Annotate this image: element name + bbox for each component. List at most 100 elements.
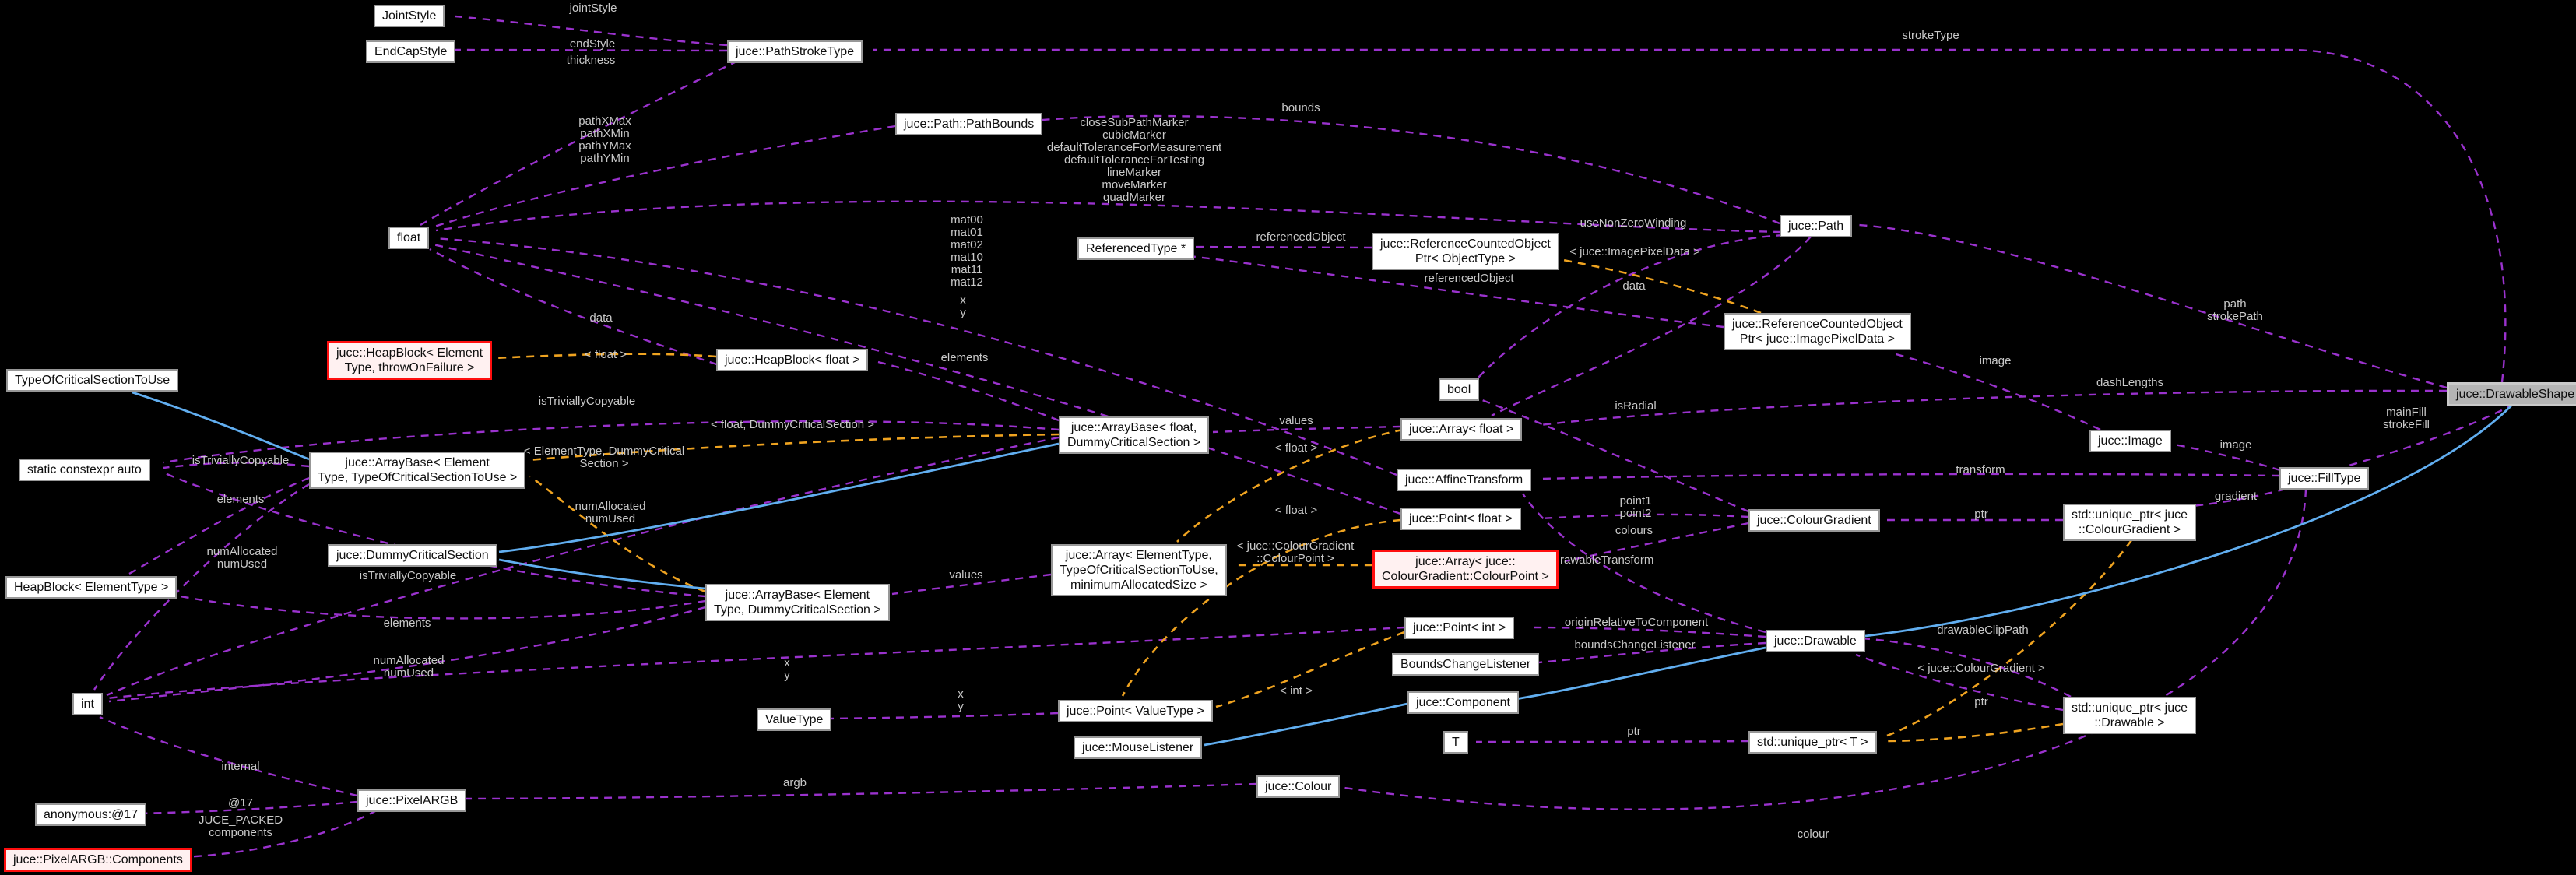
node-bounds-change-listener[interactable]: BoundsChangeListener <box>1392 653 1540 676</box>
edge-label: < float > <box>584 348 627 361</box>
edge-path-stroke-path <box>1857 223 2448 389</box>
node-heap-block-elementtype[interactable]: HeapBlock< ElementType > <box>5 576 177 599</box>
node-referenced-type[interactable]: ReferencedType * <box>1077 237 1195 260</box>
node-colour-gradient[interactable]: juce::ColourGradient <box>1748 509 1880 532</box>
edge-point1-point2 <box>1540 513 1749 520</box>
edge-stroke-type <box>873 48 2507 383</box>
edge-colours <box>1564 522 1749 563</box>
edge-label: path strokePath <box>2207 297 2263 323</box>
edge-path-markers <box>435 200 1782 234</box>
node-heap-block-float[interactable]: juce::HeapBlock< float > <box>716 349 869 371</box>
node-array-base-elementtype-dummy[interactable]: juce::ArrayBase< Element Type, DummyCrit… <box>705 584 890 621</box>
node-drawable[interactable]: juce::Drawable <box>1766 630 1865 652</box>
edge-affine-mats <box>434 237 1397 476</box>
node-point-float[interactable]: juce::Point< float > <box>1400 508 1521 530</box>
node-array-elementtype-template[interactable]: juce::Array< ElementType, TypeOfCritical… <box>1051 544 1227 596</box>
node-t[interactable]: T <box>1443 731 1468 754</box>
node-joint-style[interactable]: JointStyle <box>374 5 445 27</box>
node-type-of-critical-section-to-use[interactable]: TypeOfCriticalSectionToUse <box>6 369 179 392</box>
node-unique-ptr-t[interactable]: std::unique_ptr< T > <box>1748 731 1877 754</box>
node-unique-ptr-drawable[interactable]: std::unique_ptr< juce ::Drawable > <box>2063 697 2196 734</box>
node-image[interactable]: juce::Image <box>2089 430 2171 452</box>
edge-label: ptr <box>1627 725 1641 738</box>
node-float[interactable]: float <box>388 227 430 249</box>
node-array-colour-point[interactable]: juce::Array< juce:: ColourGradient::Colo… <box>1372 550 1559 589</box>
edge-label: boundsChangeListener <box>1574 638 1696 652</box>
edge-inherit-drawableshape <box>1864 403 2514 638</box>
node-static-constexpr-auto[interactable]: static constexpr auto <box>19 459 150 481</box>
node-pixel-argb[interactable]: juce::PixelARGB <box>357 789 467 812</box>
edge-label: isTriviallyCopyable <box>359 569 457 582</box>
edge-label: elements <box>383 617 431 630</box>
node-heap-block-elementtype-throwonfailure[interactable]: juce::HeapBlock< Element Type, throwOnFa… <box>327 341 493 380</box>
edge-label: elements <box>216 493 265 506</box>
edge-argb <box>465 782 1257 800</box>
node-path-stroke-type[interactable]: juce::PathStrokeType <box>727 40 863 63</box>
node-unique-ptr-colour-gradient[interactable]: std::unique_ptr< juce ::ColourGradient > <box>2063 504 2196 541</box>
edge-label: point1 point2 <box>1619 494 1652 520</box>
node-colour[interactable]: juce::Colour <box>1256 775 1341 798</box>
node-value-type[interactable]: ValueType <box>757 708 832 731</box>
edge-label: values <box>1279 414 1313 427</box>
edge-label: < ElementType, DummyCritical Section > <box>523 445 685 470</box>
edge-num-abt <box>93 483 310 691</box>
edge-label: thickness <box>566 54 616 67</box>
node-anonymous-17[interactable]: anonymous:@17 <box>35 803 147 826</box>
node-point-value-type[interactable]: juce::Point< ValueType > <box>1058 700 1213 722</box>
edge-inherit-arraybase-tocs <box>132 391 310 461</box>
edge-drawable-clip-path <box>1861 637 2073 699</box>
node-array-float[interactable]: juce::Array< float > <box>1400 418 1523 441</box>
edge-label: < juce::ColourGradient > <box>1917 662 2045 675</box>
node-point-int[interactable]: juce::Point< int > <box>1404 617 1515 639</box>
edge-label: image <box>1979 354 2012 367</box>
edge-label: endStyle <box>569 37 616 51</box>
node-reference-counted-object-ptr-imagepixeldata[interactable]: juce::ReferenceCountedObject Ptr< juce::… <box>1724 313 1911 350</box>
edge-components <box>181 809 378 859</box>
node-dummy-critical-section[interactable]: juce::DummyCriticalSection <box>328 544 497 567</box>
node-end-cap-style[interactable]: EndCapStyle <box>366 40 456 63</box>
edge-label: elements <box>940 351 989 364</box>
edge-label: gradient <box>2214 490 2258 503</box>
edge-template-uptr-cg <box>1886 539 2133 737</box>
edge-use-non-zero-winding <box>1477 234 1785 379</box>
node-array-base-float-dummy[interactable]: juce::ArrayBase< float, DummyCriticalSec… <box>1059 416 1210 454</box>
edge-label: < float > <box>1274 441 1318 455</box>
edge-xy-int <box>107 626 1405 700</box>
edge-label: strokeType <box>1902 29 1959 42</box>
edge-label: < juce::ImagePixelData > <box>1569 245 1700 258</box>
node-affine-transform[interactable]: juce::AffineTransform <box>1397 469 1532 491</box>
edge-label: closeSubPathMarker cubicMarker defaultTo… <box>1046 116 1222 204</box>
edge-inherit-component <box>1204 702 1408 747</box>
edge-label: referencedObject <box>1424 272 1514 285</box>
edge-label: data <box>1622 279 1646 293</box>
node-int[interactable]: int <box>72 693 103 715</box>
edge-elements-abfd <box>877 360 1060 422</box>
node-fill-type[interactable]: juce::FillType <box>2279 467 2370 490</box>
edge-elements-abt <box>128 476 310 575</box>
edge-label: isTriviallyCopyable <box>192 454 290 467</box>
edge-label: bounds <box>1281 101 1320 114</box>
node-component[interactable]: juce::Component <box>1407 691 1519 714</box>
edge-label: colour <box>1797 828 1829 841</box>
edge-origin-relative <box>1530 626 1766 638</box>
node-mouse-listener[interactable]: juce::MouseListener <box>1074 736 1203 759</box>
edge-label: pathXMax pathXMin pathYMax pathYMin <box>578 114 631 165</box>
edge-label: internal <box>221 760 260 773</box>
edge-xy-valuetype <box>829 712 1059 720</box>
edge-pointfloat-xy <box>432 243 1401 515</box>
node-reference-counted-object-ptr-objecttype[interactable]: juce::ReferenceCountedObject Ptr< Object… <box>1372 233 1559 270</box>
edge-label: ptr <box>1974 695 1988 708</box>
edge-label: image <box>2219 438 2252 452</box>
node-pixel-argb-components[interactable]: juce::PixelARGB::Components <box>4 848 192 872</box>
edge-heapblockfloat-data <box>429 248 731 371</box>
edge-label: jointStyle <box>569 2 617 15</box>
node-array-base-elementtype-typeofcriticalsectiontouse[interactable]: juce::ArrayBase< Element Type, TypeOfCri… <box>309 452 526 489</box>
edge-label: originRelativeToComponent <box>1564 616 1709 629</box>
edge-transform <box>1541 473 2280 480</box>
edge-label: colours <box>1615 524 1653 537</box>
node-path[interactable]: juce::Path <box>1780 215 1853 237</box>
node-bool[interactable]: bool <box>1439 378 1480 401</box>
node-path-bounds[interactable]: juce::Path::PathBounds <box>895 113 1043 135</box>
